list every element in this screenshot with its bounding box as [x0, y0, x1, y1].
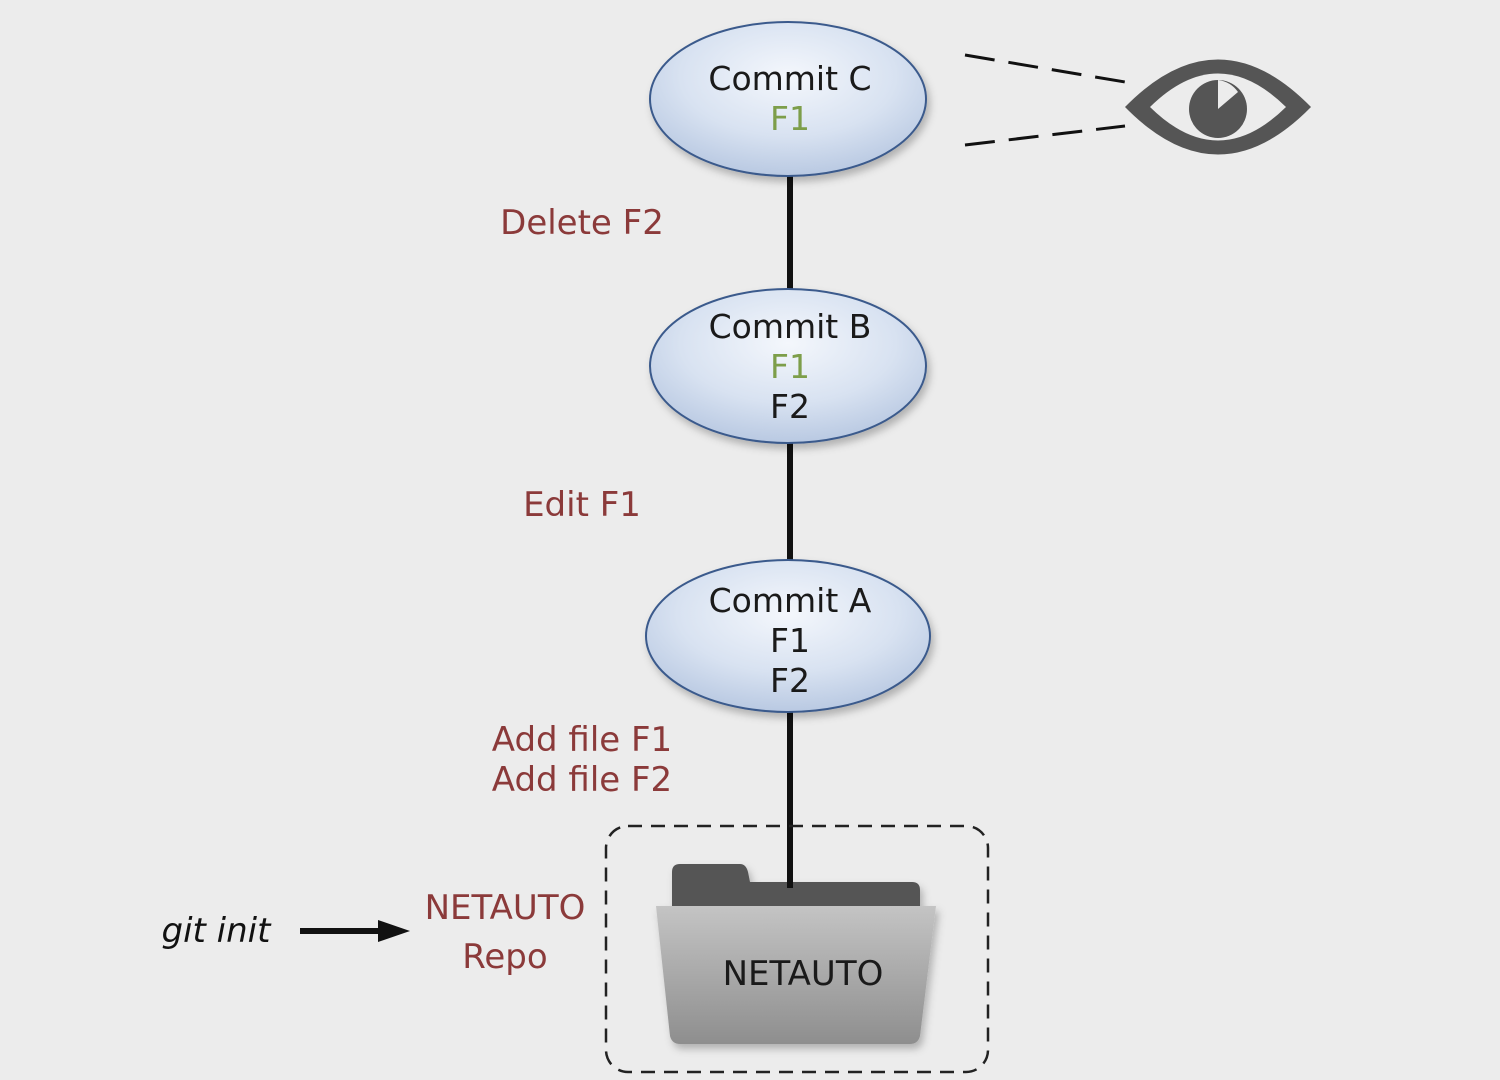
repo-label-name: NETAUTO — [425, 888, 586, 928]
commit-title: Commit B — [709, 307, 872, 346]
commit-file: F2 — [770, 661, 810, 700]
commit-title: Commit C — [708, 59, 871, 98]
repo-boundary — [604, 824, 990, 1074]
eye-icon — [1125, 59, 1311, 155]
commit-file: F2 — [770, 387, 810, 426]
commit-node-c: Commit C F1 — [649, 21, 927, 177]
change-label-add-f2: Add file F2 — [492, 760, 672, 800]
arrow-right-icon — [300, 920, 410, 942]
change-label-edit: Edit F1 — [523, 485, 641, 525]
folder-label: NETAUTO — [723, 954, 884, 994]
commit-node-b: Commit B F1 F2 — [649, 288, 927, 444]
commit-node-a: Commit A F1 F2 — [645, 559, 931, 713]
commit-file: F1 — [770, 347, 810, 386]
change-label-delete: Delete F2 — [500, 203, 664, 243]
git-init-command: git init — [162, 911, 273, 951]
commit-title: Commit A — [709, 581, 872, 620]
folder-icon — [656, 864, 936, 1044]
commit-file: F1 — [770, 99, 810, 138]
change-label-add-f1: Add file F1 — [492, 720, 672, 760]
commit-file: F1 — [770, 621, 810, 660]
sight-lines — [964, 53, 1126, 147]
repo-label-type: Repo — [462, 937, 547, 977]
